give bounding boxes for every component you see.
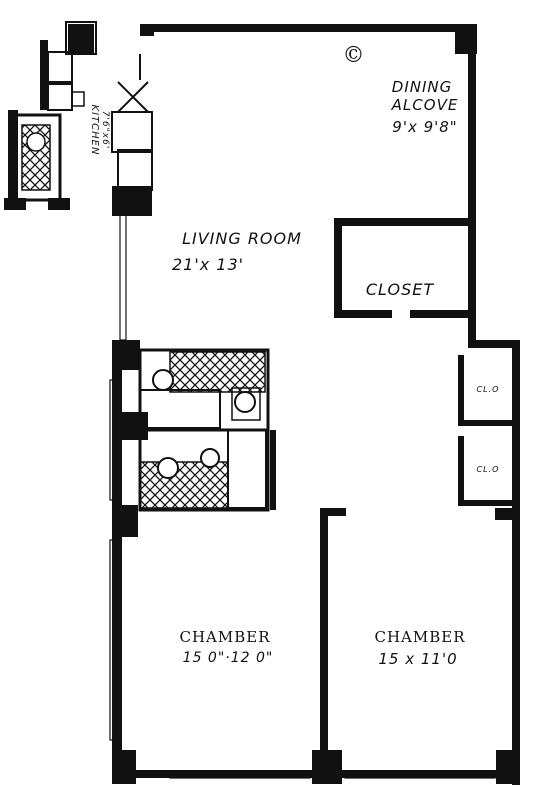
living-room-dims: 21'x 13' (172, 255, 244, 274)
dining-alcove-dims: 9'x 9'8" (392, 118, 457, 136)
chamber-right-label: CHAMBER (374, 628, 465, 646)
closet-label: CLOSET (366, 280, 434, 299)
living-room-label: LIVING ROOM (182, 229, 302, 248)
kitchen-dims: 7'6"x6' (100, 111, 110, 150)
chamber-left-label: CHAMBER (179, 628, 270, 646)
room-labels: DINING ALCOVE 9'x 9'8" LIVING ROOM 21'x … (89, 78, 500, 668)
kitchen-area (4, 21, 153, 210)
closet-walls (334, 218, 472, 318)
kitchen-label: KITCHEN (89, 105, 100, 156)
chamber-partition (270, 430, 520, 770)
side-closets (458, 355, 516, 506)
chamber-right-dims: 15 x 11'0 (378, 650, 457, 668)
bathrooms (122, 348, 270, 512)
chamber-left-dims: 15 0"·12 0" (183, 650, 274, 666)
outer-walls (109, 24, 520, 785)
dining-alcove-label-line2: ALCOVE (391, 96, 459, 114)
outlet-symbol: © (343, 43, 366, 68)
cl-upper-label: CL.O (477, 385, 500, 394)
dining-alcove-label-line1: DINING (392, 78, 452, 96)
cl-lower-label: CL.O (477, 465, 500, 474)
